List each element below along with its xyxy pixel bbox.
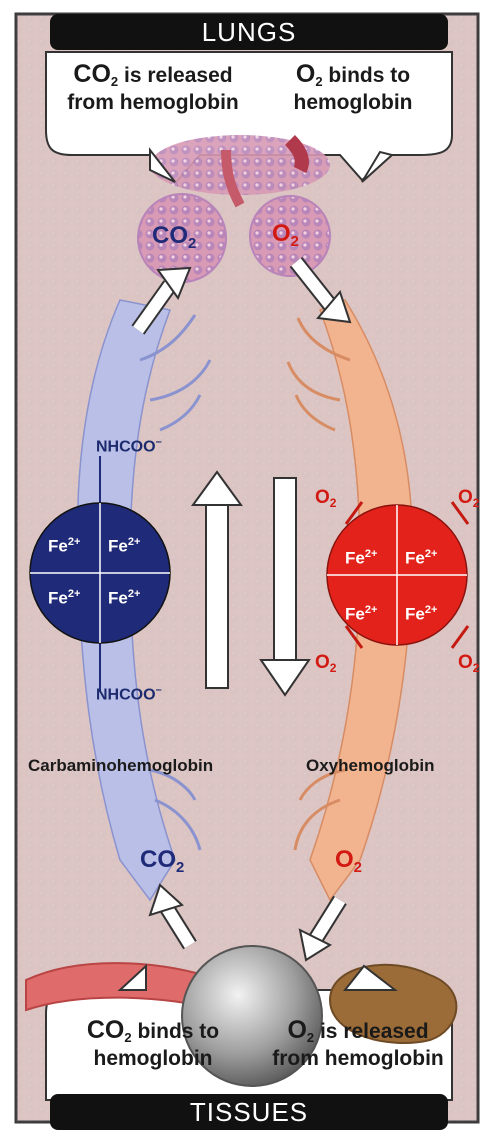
bound-o2-label: O2 <box>458 652 479 674</box>
tissues-bar: TISSUES <box>50 1094 448 1130</box>
fe-label: Fe2+ <box>405 548 437 569</box>
lungs-caption-left: CO2 is released from hemoglobin <box>58 62 248 115</box>
bound-o2-label: O2 <box>458 487 479 509</box>
tissue-co2-label: CO2 <box>140 846 184 874</box>
oxyhemoglobin-label: Oxyhemoglobin <box>306 756 434 776</box>
fe-label: Fe2+ <box>108 536 140 557</box>
carbamate-group-bottom: NHCOO– <box>96 684 162 704</box>
fe-label: Fe2+ <box>405 604 437 625</box>
lungs-bar: LUNGS <box>50 14 448 50</box>
alveolus-co2-label: CO2 <box>152 222 196 250</box>
bound-o2-label: O2 <box>315 487 336 509</box>
tissues-caption-right: O2 is released from hemoglobin <box>258 1018 458 1071</box>
alveolus-o2-label: O2 <box>272 220 299 248</box>
fe-label: Fe2+ <box>48 588 80 609</box>
carbamate-group-top: NHCOO– <box>96 436 162 456</box>
bound-o2-label: O2 <box>315 652 336 674</box>
lungs-caption-right: O2 binds to hemoglobin <box>268 62 438 115</box>
fe-label: Fe2+ <box>48 536 80 557</box>
tissues-caption-left: CO2 binds to hemoglobin <box>58 1018 248 1071</box>
fe-label: Fe2+ <box>345 604 377 625</box>
tissue-o2-label: O2 <box>335 846 362 874</box>
fe-label: Fe2+ <box>108 588 140 609</box>
fe-label: Fe2+ <box>345 548 377 569</box>
carbaminohemoglobin-label: Carbaminohemoglobin <box>28 756 213 776</box>
